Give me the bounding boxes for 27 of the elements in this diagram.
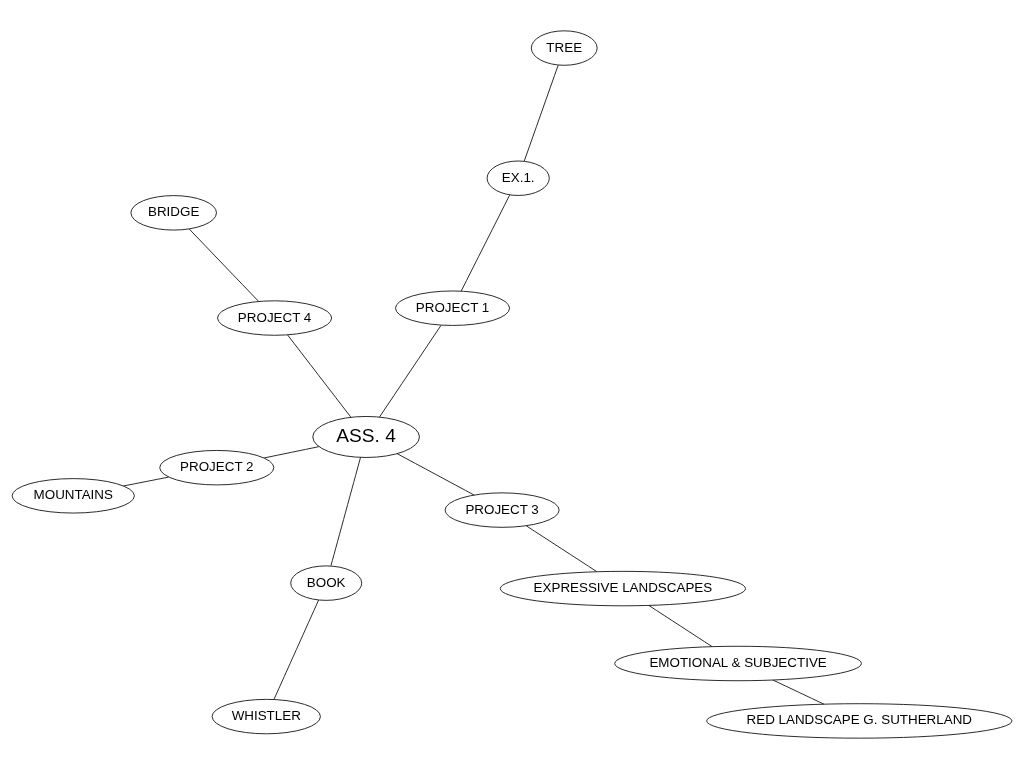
- connector: [460, 194, 511, 291]
- node-ellipse: BRIDGE: [130, 194, 217, 231]
- connector: [188, 228, 259, 302]
- connector: [263, 445, 320, 458]
- node-ellipse: RED LANDSCAPE G. SUTHERLAND: [706, 702, 1013, 739]
- node-ellipse: PROJECT 4: [217, 299, 333, 336]
- node-ellipse: PROJECT 1: [395, 290, 511, 326]
- node-ellipse: EMOTIONAL & SUBJECTIVE: [614, 645, 862, 681]
- node-ellipse: ASS. 4: [312, 415, 420, 458]
- connector: [330, 456, 362, 566]
- node-ellipse: PROJECT 2: [159, 449, 275, 485]
- connector: [648, 604, 713, 647]
- connector: [273, 599, 320, 700]
- node-ellipse: BOOK: [290, 564, 363, 601]
- node-ellipse: EX.1.: [486, 160, 550, 196]
- node-ellipse: WHISTLER: [211, 698, 321, 734]
- connector: [772, 679, 825, 705]
- connector: [523, 64, 559, 162]
- connector: [525, 524, 598, 572]
- node-ellipse: EXPRESSIVE LANDSCAPES: [499, 570, 746, 606]
- node-ellipse: PROJECT 3: [444, 491, 560, 528]
- connector: [287, 334, 352, 418]
- connector: [396, 452, 475, 496]
- node-ellipse: MOUNTAINS: [11, 477, 135, 514]
- connector: [378, 324, 442, 418]
- connector: [123, 476, 170, 486]
- node-ellipse: TREE: [530, 29, 598, 66]
